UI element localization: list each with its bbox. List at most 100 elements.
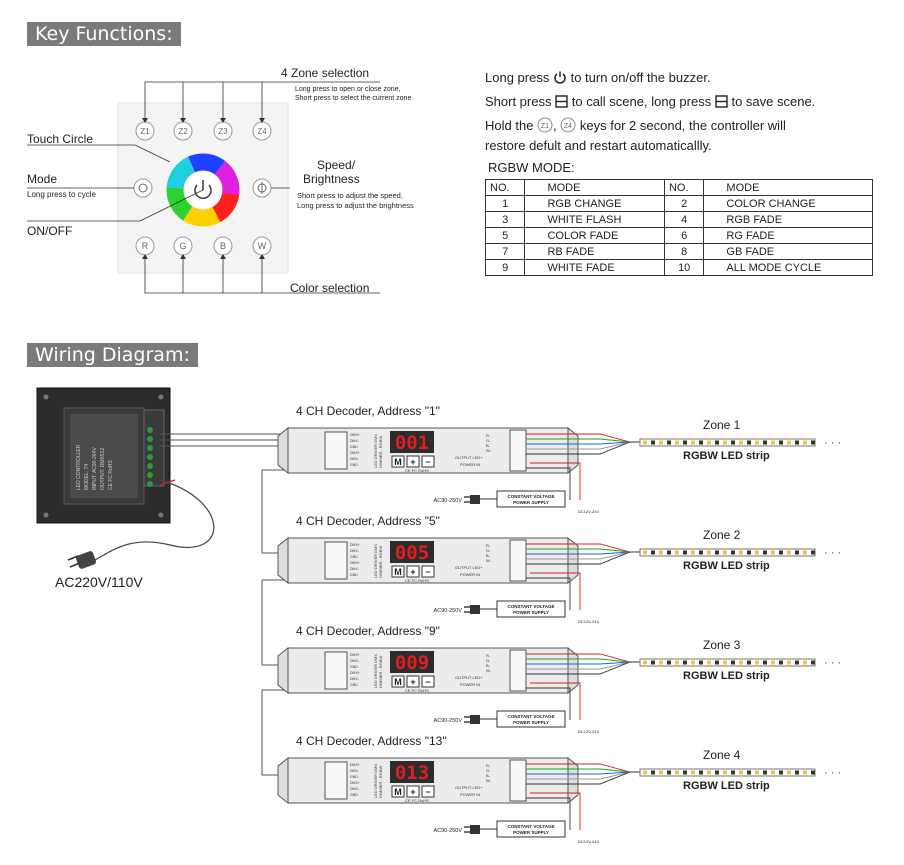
- table-cell: COLOR FADE: [524, 227, 665, 244]
- address-display-digits: 009: [395, 652, 429, 674]
- led-chip: [659, 770, 663, 775]
- decoder-button-plus[interactable]: +: [406, 565, 420, 578]
- decoder-address-title: 4 CH Decoder, Address "1": [296, 404, 440, 418]
- decoder-button-minus[interactable]: −: [421, 565, 435, 578]
- mains-plug: [67, 479, 215, 569]
- scene-icon: [715, 94, 728, 111]
- terminal-label: DMX+: [350, 561, 360, 565]
- decoder-button-mode[interactable]: M: [391, 455, 405, 468]
- speed-label: Speed/: [317, 158, 356, 172]
- zone-label: Zone 3: [703, 638, 741, 652]
- decoder-button-minus[interactable]: −: [421, 675, 435, 688]
- led-chip: [691, 660, 695, 665]
- brightness-label: Brightness: [303, 172, 360, 186]
- led-chip: [723, 660, 727, 665]
- color-key-r[interactable]: R: [135, 236, 155, 256]
- dmx-bus: [160, 433, 288, 776]
- table-cell: RGB CHANGE: [524, 195, 665, 212]
- led-chip: [771, 660, 775, 665]
- table-cell: WHITE FLASH: [524, 211, 665, 228]
- led-chip: [659, 660, 663, 665]
- table-cell: RG FADE: [703, 227, 873, 244]
- table-cell: RGB FADE: [703, 211, 873, 228]
- led-chip: [779, 660, 783, 665]
- led-chip: [763, 770, 767, 775]
- address-display-digits: 005: [395, 542, 429, 564]
- led-chip: [795, 770, 799, 775]
- table-cell: 5: [484, 227, 526, 244]
- table-header-cell: MODE: [524, 179, 665, 196]
- led-chip: [723, 550, 727, 555]
- mode-desc: Long press to cycle: [27, 190, 96, 199]
- strip-label: RGBW LED strip: [683, 560, 770, 572]
- touch-circle-label: Touch Circle: [27, 132, 94, 146]
- decoder-button-minus[interactable]: −: [421, 785, 435, 798]
- table-cell: 6: [663, 227, 705, 244]
- led-chip: [667, 660, 671, 665]
- wall-controller: [36, 387, 171, 524]
- power-icon[interactable]: [194, 180, 212, 200]
- led-chip: [699, 550, 703, 555]
- led-chip: [755, 660, 759, 665]
- strip-label: RGBW LED strip: [683, 450, 770, 462]
- output-label: R-: [486, 433, 491, 438]
- zone-key-1[interactable]: Z1: [135, 121, 155, 141]
- terminal-label: GND: [350, 775, 358, 779]
- decoder-address-title: 4 CH Decoder, Address "5": [296, 514, 440, 528]
- callout-arrows: [142, 118, 265, 259]
- zone-key-2[interactable]: Z2: [173, 121, 193, 141]
- terminal-label: GND: [350, 555, 358, 559]
- color-key-w[interactable]: W: [252, 236, 272, 256]
- color-key-g[interactable]: G: [173, 236, 193, 256]
- decoder-button-plus[interactable]: +: [406, 455, 420, 468]
- zone-key-3[interactable]: Z3: [213, 121, 233, 141]
- output-label: W-: [486, 778, 492, 783]
- led-chip: [763, 660, 767, 665]
- speed-key[interactable]: [252, 178, 272, 198]
- color-key-b[interactable]: B: [213, 236, 233, 256]
- instruction-line-2: Short press to call scene, long press to…: [485, 94, 815, 111]
- zone-key-4[interactable]: Z4: [252, 121, 272, 141]
- led-chip: [771, 550, 775, 555]
- instr-text: Long press: [485, 70, 550, 85]
- led-chip: [763, 550, 767, 555]
- decoder-button-plus[interactable]: +: [406, 675, 420, 688]
- power-in-label: POWER IN: [460, 572, 480, 577]
- dc-label: DC12V-24V: [578, 839, 599, 844]
- decoder-button-label: −: [425, 677, 430, 687]
- led-chip: [723, 440, 727, 445]
- terminal-label: DMX-: [350, 549, 360, 553]
- terminal-label: DMX-: [350, 769, 360, 773]
- output-label: W-: [486, 668, 492, 673]
- led-chip: [715, 660, 719, 665]
- psu-label: CONSTANT VOLTAGE: [508, 714, 555, 719]
- led-chip: [651, 440, 655, 445]
- decoder-cert: CE FC RoHS: [405, 688, 429, 693]
- decoder-button-plus[interactable]: +: [406, 785, 420, 798]
- terminal-label: DMX-: [350, 787, 360, 791]
- decoder-button-mode[interactable]: M: [391, 565, 405, 578]
- led-chip: [787, 550, 791, 555]
- led-chip: [683, 770, 687, 775]
- table-cell: 2: [663, 195, 705, 212]
- mode-label: Mode: [27, 172, 58, 186]
- zone-label: Zone 4: [703, 748, 741, 762]
- key-functions-title: Key Functions:: [27, 22, 181, 46]
- decoder-button-mode[interactable]: M: [391, 785, 405, 798]
- decoder-side-label: DIMMER - RGBW: [378, 766, 383, 798]
- color-key-label: W: [258, 241, 267, 251]
- led-chip: [755, 550, 759, 555]
- mode-key[interactable]: [133, 178, 153, 198]
- decoder-button-minus[interactable]: −: [421, 455, 435, 468]
- decoder-address-title: 4 CH Decoder, Address "9": [296, 624, 440, 638]
- decoder-button-label: M: [394, 787, 402, 797]
- led-chip: [683, 550, 687, 555]
- address-display-digits: 001: [395, 432, 429, 454]
- led-chip: [667, 770, 671, 775]
- decoder-button-mode[interactable]: M: [391, 675, 405, 688]
- output-led-label: OUTPUT LED+: [455, 675, 483, 680]
- led-chip: [811, 770, 815, 775]
